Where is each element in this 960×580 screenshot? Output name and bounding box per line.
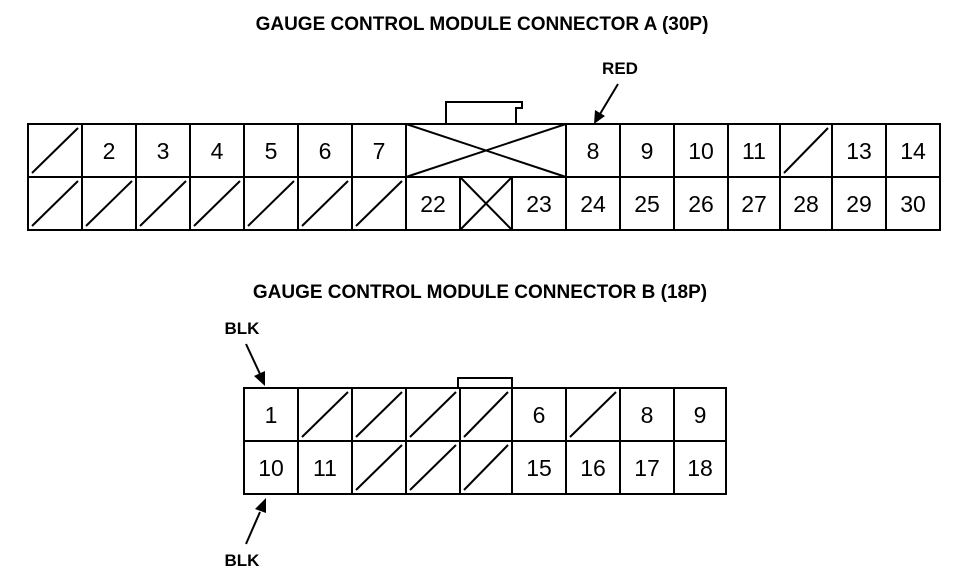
pin-cavity-blocked bbox=[405, 440, 461, 495]
pin-cavity-blocked bbox=[351, 387, 407, 442]
pin-number: 1 bbox=[265, 402, 278, 428]
pin-cavity: 8 bbox=[619, 387, 675, 442]
pin-cavity: 16 bbox=[565, 440, 621, 495]
pin-cavity: 4 bbox=[189, 123, 245, 178]
pin-number: 24 bbox=[580, 191, 606, 217]
connector-b-blk-label-bottom: BLK bbox=[225, 551, 261, 570]
pin-cavity: 29 bbox=[831, 176, 887, 231]
pin-number: 25 bbox=[634, 191, 660, 217]
pin-cavity: 6 bbox=[511, 387, 567, 442]
pin-cavity-blocked bbox=[351, 440, 407, 495]
pin-cavity-blocked bbox=[297, 176, 353, 231]
pin-cavity: 8 bbox=[565, 123, 621, 178]
pin-cavity-blocked bbox=[565, 387, 621, 442]
pin-number: 10 bbox=[688, 138, 714, 164]
pin-number: 6 bbox=[319, 138, 332, 164]
pin-number: 26 bbox=[688, 191, 714, 217]
pin-number: 3 bbox=[157, 138, 170, 164]
pin-cavity-blocked bbox=[459, 440, 513, 495]
connector-b-blk-arrow-bottom bbox=[245, 498, 266, 545]
pin-cavity: 9 bbox=[619, 123, 675, 178]
pin-number: 11 bbox=[742, 138, 766, 164]
pin-cavity-blocked bbox=[189, 176, 245, 231]
pin-number: 23 bbox=[526, 191, 552, 217]
pin-cavity: 10 bbox=[243, 440, 299, 495]
pin-cavity: 22 bbox=[405, 176, 461, 231]
pin-number: 14 bbox=[900, 138, 926, 164]
pin-cavity: 27 bbox=[727, 176, 781, 231]
pin-cavity-blocked bbox=[779, 123, 833, 178]
pin-cavity: 11 bbox=[297, 440, 353, 495]
connector-b-blk-arrow-top bbox=[245, 343, 265, 386]
pin-cavity-blocked bbox=[459, 387, 513, 442]
pin-number: 18 bbox=[687, 455, 713, 481]
pin-cavity: 18 bbox=[673, 440, 727, 495]
pin-number: 9 bbox=[694, 402, 707, 428]
pin-number: 30 bbox=[900, 191, 926, 217]
pin-cavity: 9 bbox=[673, 387, 727, 442]
pin-cavity: 7 bbox=[351, 123, 407, 178]
connector-a-title: GAUGE CONTROL MODULE CONNECTOR A (30P) bbox=[256, 14, 709, 35]
pin-cavity-blocked bbox=[27, 123, 83, 178]
pin-cavity-blocked bbox=[135, 176, 191, 231]
connector-a-lock-tab bbox=[445, 101, 523, 125]
pin-number: 22 bbox=[420, 191, 446, 217]
pin-cavity: 5 bbox=[243, 123, 299, 178]
pin-cavity: 30 bbox=[885, 176, 941, 231]
pin-cavity: 25 bbox=[619, 176, 675, 231]
pin-number: 6 bbox=[533, 402, 546, 428]
connector-a-bottom-row: 22 23 24 25 26 27 28 bbox=[27, 176, 941, 231]
connector-a-red-label: RED bbox=[602, 59, 638, 78]
pin-number: 29 bbox=[846, 191, 872, 217]
pin-cavity: 2 bbox=[81, 123, 137, 178]
connector-b-top-row: 1 6 8 9 bbox=[243, 387, 727, 442]
pin-cavity: 11 bbox=[727, 123, 781, 178]
pin-number: 8 bbox=[587, 138, 600, 164]
pin-number: 15 bbox=[526, 455, 552, 481]
pin-number: 5 bbox=[265, 138, 278, 164]
pin-cavity: 15 bbox=[511, 440, 567, 495]
connector-b-title: GAUGE CONTROL MODULE CONNECTOR B (18P) bbox=[253, 282, 707, 303]
pin-number: 11 bbox=[313, 455, 337, 481]
pin-cavity: 17 bbox=[619, 440, 675, 495]
pin-cavity: 23 bbox=[511, 176, 567, 231]
pin-cavity: 24 bbox=[565, 176, 621, 231]
connector-b-lock-tab bbox=[457, 377, 513, 389]
pin-cavity: 3 bbox=[135, 123, 191, 178]
pin-cavity-blocked bbox=[27, 176, 83, 231]
pin-cavity: 28 bbox=[779, 176, 833, 231]
pin-cavity: 14 bbox=[885, 123, 941, 178]
pin-number: 28 bbox=[793, 191, 819, 217]
pin-number: 9 bbox=[641, 138, 654, 164]
connector-b-blk-label-top: BLK bbox=[225, 319, 261, 338]
pin-number: 2 bbox=[103, 138, 116, 164]
pin-cavity-crossed bbox=[459, 176, 513, 231]
connector-a-center-blank bbox=[405, 123, 567, 178]
pin-number: 8 bbox=[641, 402, 654, 428]
pin-cavity-blocked bbox=[81, 176, 137, 231]
pin-number: 17 bbox=[634, 455, 660, 481]
connector-b-bottom-row: 10 11 15 16 17 bbox=[243, 440, 727, 495]
pin-cavity-blocked bbox=[243, 176, 299, 231]
pin-cavity: 6 bbox=[297, 123, 353, 178]
pin-cavity: 10 bbox=[673, 123, 729, 178]
pin-cavity-blocked bbox=[405, 387, 461, 442]
pin-number: 13 bbox=[846, 138, 872, 164]
pin-number: 16 bbox=[580, 455, 606, 481]
pin-cavity-blocked bbox=[351, 176, 407, 231]
pin-number: 7 bbox=[373, 138, 386, 164]
pin-number: 27 bbox=[741, 191, 767, 217]
pin-cavity: 13 bbox=[831, 123, 887, 178]
pin-number: 10 bbox=[258, 455, 284, 481]
pin-cavity-blocked bbox=[297, 387, 353, 442]
pin-number: 4 bbox=[211, 138, 224, 164]
pin-cavity: 26 bbox=[673, 176, 729, 231]
pin-cavity: 1 bbox=[243, 387, 299, 442]
connector-a-red-arrow bbox=[594, 83, 619, 124]
connector-a-top-row: 2 3 4 5 6 7 8 bbox=[27, 123, 941, 178]
